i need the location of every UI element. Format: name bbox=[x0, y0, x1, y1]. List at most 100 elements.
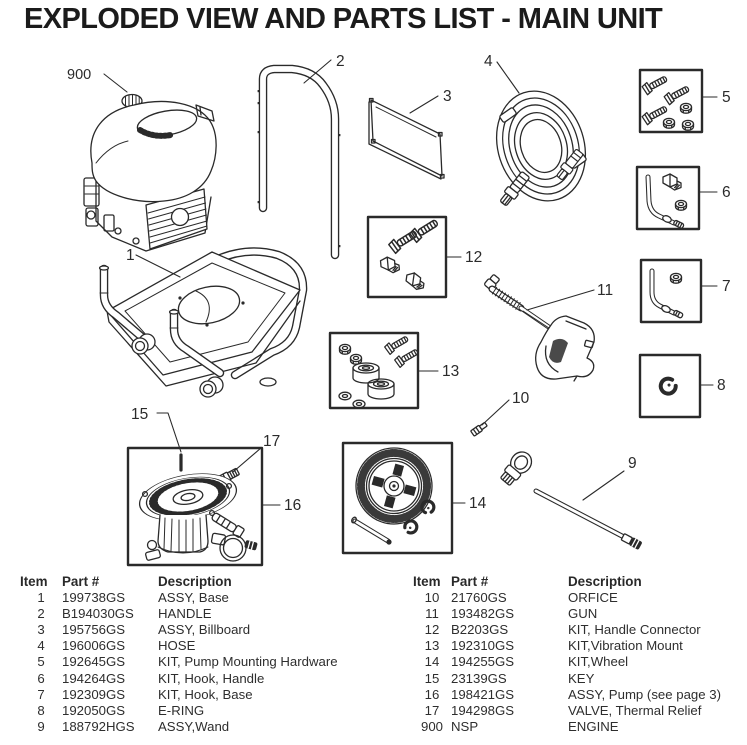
table-header-row: Item Part # Description bbox=[20, 574, 338, 590]
col-header-description: Description bbox=[158, 574, 232, 589]
callout-label-13: 13 bbox=[442, 363, 459, 380]
ering-box bbox=[638, 353, 702, 419]
caster bbox=[199, 376, 224, 398]
table-row: 3 195756GS ASSY, Billboard bbox=[20, 622, 338, 638]
item-number: 2 bbox=[37, 606, 45, 622]
hose-fitting bbox=[500, 171, 530, 206]
callout-label-900: 900 bbox=[67, 67, 91, 83]
callout-label-10: 10 bbox=[512, 390, 530, 407]
part-number: 192310GS bbox=[451, 638, 515, 654]
leader-line bbox=[409, 95, 439, 114]
leader-line bbox=[582, 470, 625, 501]
wand-drawing bbox=[500, 451, 642, 550]
leader-line bbox=[526, 289, 595, 311]
part-description: ASSY, Base bbox=[158, 590, 229, 606]
callout-label-15: 15 bbox=[131, 406, 148, 423]
callout-label-1: 1 bbox=[126, 247, 135, 264]
part-description: ASSY,Wand bbox=[158, 718, 230, 734]
item-number: 15 bbox=[424, 670, 440, 686]
part-number: 194255GS bbox=[451, 654, 515, 670]
item-number: 9 bbox=[37, 718, 45, 734]
callout-label-16: 16 bbox=[284, 497, 301, 514]
hook-base-kit-box bbox=[639, 258, 703, 324]
callout-17: 17 bbox=[232, 433, 280, 473]
callout-10: 10 bbox=[481, 390, 530, 426]
engine-cowl bbox=[90, 100, 217, 203]
exploded-view-diagram: 900 2 3 bbox=[67, 53, 731, 567]
engine-carb bbox=[83, 177, 100, 207]
part-number: NSP bbox=[451, 718, 479, 734]
callout-15: 15 bbox=[131, 406, 182, 453]
axle bbox=[351, 516, 392, 545]
table-row: 5 192645GS KIT, Pump Mounting Hardware bbox=[20, 654, 338, 670]
callout-label-11: 11 bbox=[597, 282, 613, 299]
vibration-mount-kit-box bbox=[328, 331, 421, 410]
callout-900: 900 bbox=[67, 67, 128, 93]
leader-line bbox=[232, 447, 262, 473]
part-number: 193482GS bbox=[451, 606, 515, 622]
part-number: 199738GS bbox=[62, 590, 126, 606]
table-row: 17 194298GS VALVE, Thermal Relief bbox=[413, 703, 721, 719]
callout-label-9: 9 bbox=[628, 455, 637, 472]
item-number: 900 bbox=[420, 718, 443, 734]
table-row: 9 188792HGS ASSY,Wand bbox=[20, 719, 338, 735]
col-header-description: Description bbox=[568, 574, 642, 589]
callout-label-17: 17 bbox=[263, 433, 280, 450]
hose-drawing bbox=[495, 90, 587, 206]
part-number: 192645GS bbox=[62, 654, 126, 670]
part-description: ASSY, Billboard bbox=[158, 622, 251, 638]
part-description: HANDLE bbox=[158, 606, 212, 622]
item-number: 4 bbox=[37, 638, 45, 654]
recess-hatch bbox=[137, 127, 174, 139]
gun-drawing bbox=[484, 274, 595, 382]
table-row: 7 192309GS KIT, Hook, Base bbox=[20, 687, 338, 703]
table-row: 2 B194030GS HANDLE bbox=[20, 606, 338, 622]
table-row: 10 21760GS ORFICE bbox=[413, 590, 721, 606]
hose-clip bbox=[499, 107, 517, 123]
part-number: 196006GS bbox=[62, 638, 126, 654]
pump-drawing bbox=[138, 473, 258, 562]
part-description: E-RING bbox=[158, 702, 205, 718]
part-description: KIT, Hook, Handle bbox=[158, 670, 265, 686]
part-description: KIT, Pump Mounting Hardware bbox=[158, 654, 338, 670]
table-row: 13 192310GS KIT,Vibration Mount bbox=[413, 638, 721, 654]
wheel bbox=[355, 447, 433, 525]
pump-assembly-box bbox=[126, 446, 264, 567]
callout-13: 13 bbox=[418, 363, 459, 380]
callout-3: 3 bbox=[409, 88, 452, 114]
callout-1: 1 bbox=[126, 247, 181, 278]
item-number: 8 bbox=[37, 702, 45, 718]
item-number: 16 bbox=[424, 686, 440, 702]
callout-6: 6 bbox=[699, 184, 731, 201]
parts-table-left: Item Part # Description 1 199738GS ASSY,… bbox=[20, 574, 338, 735]
part-description: HOSE bbox=[158, 638, 196, 654]
table-row: 11 193482GS GUN bbox=[413, 606, 721, 622]
callout-14: 14 bbox=[452, 495, 487, 512]
callout-11: 11 bbox=[526, 282, 613, 311]
part-number: 194298GS bbox=[451, 702, 515, 718]
item-number: 3 bbox=[37, 622, 45, 638]
handle-connector-kit-box bbox=[366, 215, 448, 299]
page-title: EXPLODED VIEW AND PARTS LIST - MAIN UNIT bbox=[24, 3, 663, 35]
part-description: KIT,Vibration Mount bbox=[568, 638, 683, 654]
callout-2: 2 bbox=[303, 53, 345, 84]
table-row: 8 192050GS E-RING bbox=[20, 703, 338, 719]
part-description: KIT, Handle Connector bbox=[568, 622, 701, 638]
callout-7: 7 bbox=[701, 278, 731, 295]
item-number: 13 bbox=[424, 638, 440, 654]
callout-label-7: 7 bbox=[722, 278, 731, 295]
table-row: 14 194255GS KIT,Wheel bbox=[413, 654, 721, 670]
leader-line bbox=[496, 61, 520, 94]
part-description: GUN bbox=[568, 606, 598, 622]
item-number: 6 bbox=[37, 670, 45, 686]
handle-drawing bbox=[257, 64, 341, 260]
base-foot bbox=[259, 377, 277, 387]
part-number: 192309GS bbox=[62, 686, 126, 702]
table-row: 15 23139GS KEY bbox=[413, 671, 721, 687]
callout-label-3: 3 bbox=[443, 88, 452, 105]
callout-label-12: 12 bbox=[465, 249, 482, 266]
wand-tip bbox=[620, 533, 642, 550]
gun-grip-ribs bbox=[491, 286, 521, 310]
pump-hardware-kit-box bbox=[638, 68, 704, 134]
